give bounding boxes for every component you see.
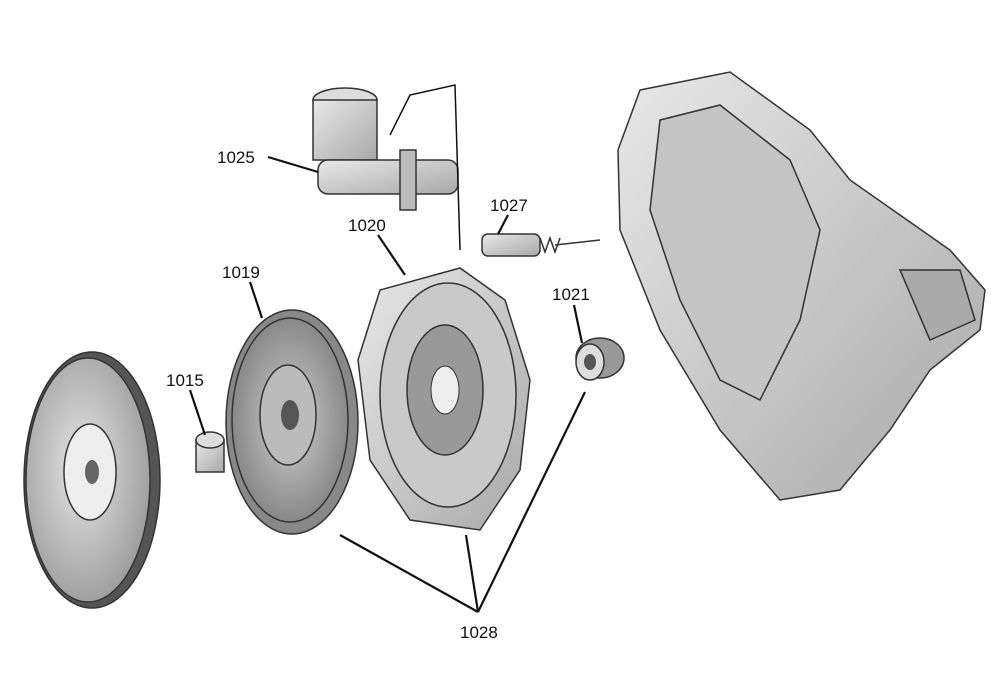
bell-housing — [617, 71, 986, 501]
leader-1028 — [339, 391, 586, 613]
leader-1021 — [572, 304, 584, 344]
leader-1025 — [267, 155, 319, 174]
leader-1027 — [497, 214, 509, 235]
pilot-bushing — [195, 431, 225, 473]
label-1015: 1015 — [166, 371, 204, 390]
release-bearing — [575, 337, 625, 381]
leader-1019 — [248, 281, 264, 319]
leader-1015 — [188, 389, 207, 436]
label-1027: 1027 — [490, 196, 528, 215]
leader-1020 — [377, 234, 406, 276]
label-1028: 1028 — [460, 623, 498, 642]
flywheel — [23, 351, 161, 609]
clutch-disc — [225, 309, 359, 535]
label-1020: 1020 — [348, 216, 386, 235]
label-1021: 1021 — [552, 285, 590, 304]
slave-cylinder — [481, 233, 601, 257]
label-1019: 1019 — [222, 263, 260, 282]
pressure-plate — [357, 267, 531, 531]
master-cylinder — [312, 84, 461, 251]
label-1025: 1025 — [217, 148, 255, 167]
